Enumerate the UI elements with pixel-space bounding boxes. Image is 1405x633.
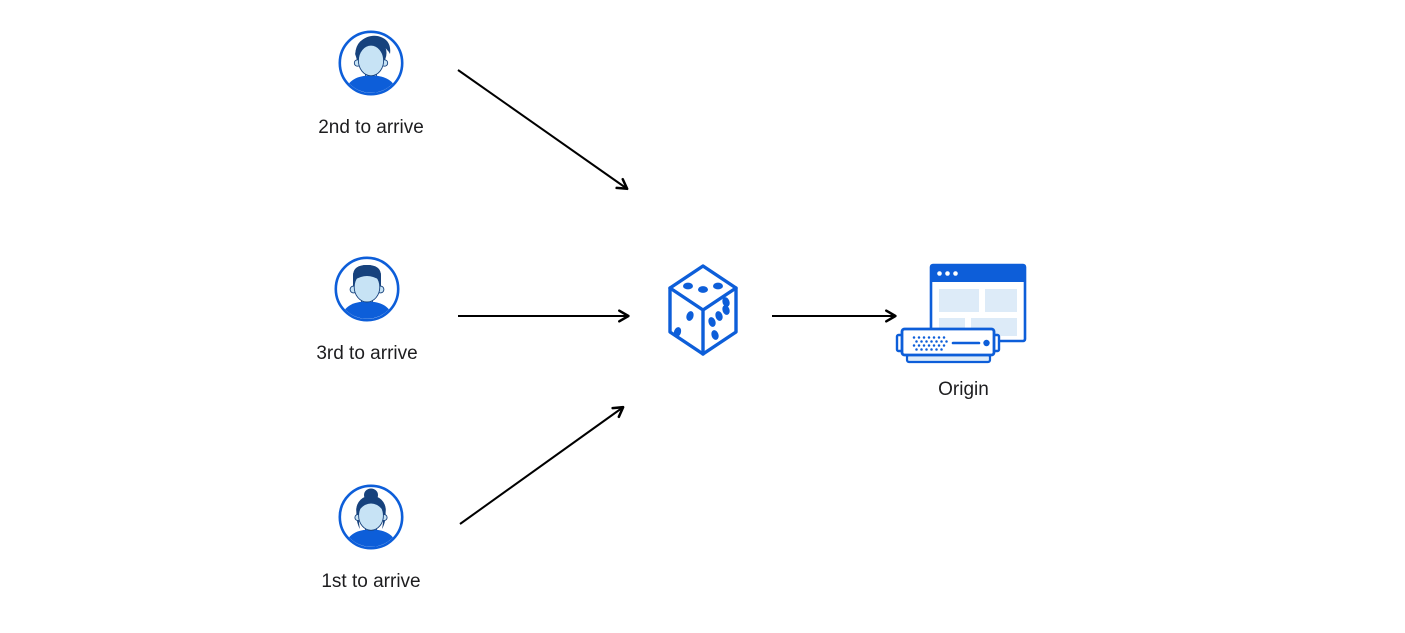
origin-node: Origin	[895, 258, 1032, 402]
server-vent-dots	[912, 336, 948, 351]
user-avatar-man-short-hair-icon	[334, 256, 400, 322]
arrow-user1-to-dice	[459, 405, 625, 525]
arrow-user2-to-dice	[457, 69, 629, 191]
dice-icon	[668, 264, 738, 356]
user-node-1st-to-arrive: 1st to arrive	[301, 484, 441, 594]
user-label-3rd-to-arrive: 3rd to arrive	[316, 343, 418, 364]
origin-label: Origin	[938, 379, 989, 400]
user-node-3rd-to-arrive: 3rd to arrive	[297, 256, 437, 366]
browser-window-icon	[929, 263, 1027, 343]
randomizer-node	[664, 262, 742, 356]
server-icon	[895, 327, 1001, 364]
user-label-1st-to-arrive: 1st to arrive	[321, 571, 421, 592]
user-avatar-woman-bun-icon	[338, 484, 404, 550]
user-label-2nd-to-arrive: 2nd to arrive	[318, 117, 424, 138]
user-node-2nd-to-arrive: 2nd to arrive	[301, 30, 441, 140]
origin-server-browser-icon	[895, 263, 1027, 364]
user-avatar-man-swept-hair-icon	[338, 30, 404, 96]
